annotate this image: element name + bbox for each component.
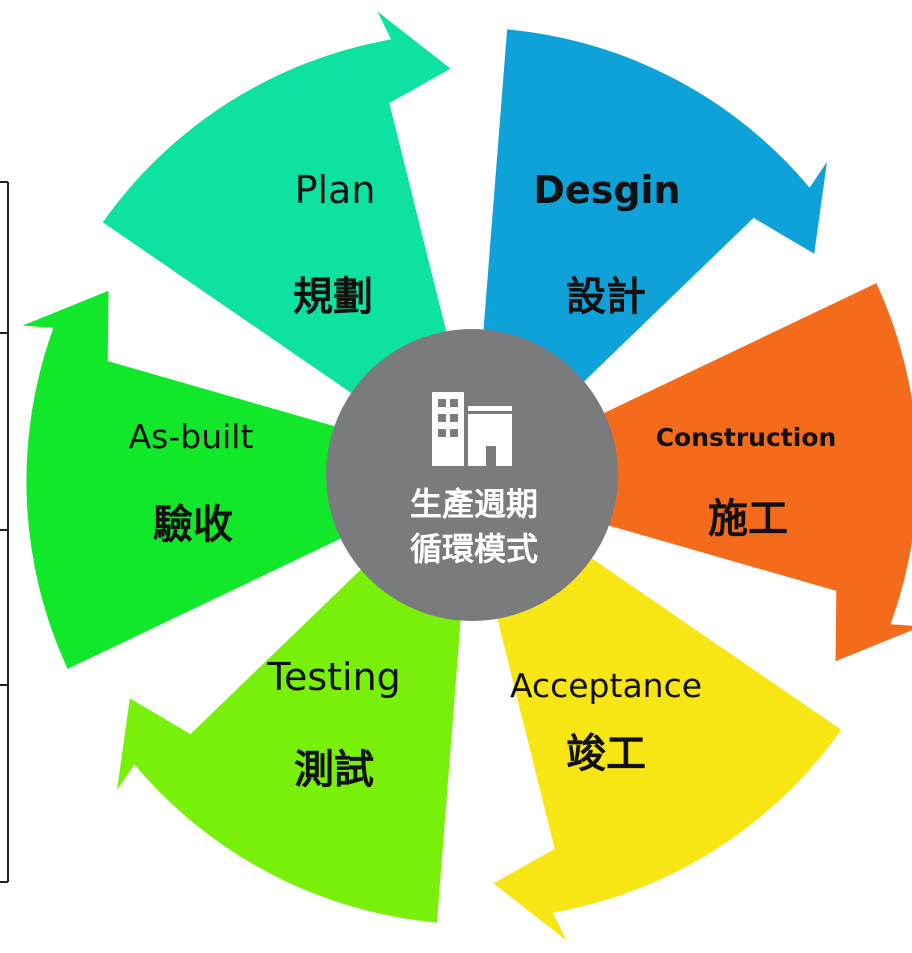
design-segment — [526, 283, 912, 662]
acceptance-label-en: Acceptance — [510, 666, 702, 705]
design-label-zh: 設計 — [566, 274, 646, 320]
center-title-line2: 循環模式 — [410, 530, 538, 568]
acceptance-segment — [117, 510, 468, 923]
testing-label-zh: 測試 — [294, 747, 374, 793]
asbuilt-label-en: As-built — [129, 417, 254, 456]
asbuilt-segment — [102, 11, 468, 442]
construction-label-en: Construction — [656, 423, 837, 452]
asbuilt-label-zh: 驗收 — [153, 502, 233, 548]
plan-label-zh: 規劃 — [293, 274, 373, 320]
construction-segment — [476, 510, 842, 941]
testing-label-en: Testing — [266, 655, 401, 699]
building-icon — [432, 392, 512, 466]
left-frame — [0, 181, 9, 883]
center-title-line1: 生產週期 — [410, 485, 538, 523]
construction-label-zh: 施工 — [708, 496, 788, 542]
acceptance-label-zh: 竣工 — [566, 731, 646, 777]
testing-segment — [22, 290, 418, 669]
design-label-en: Desgin — [533, 168, 680, 212]
center-hub — [326, 329, 618, 621]
plan-label-en: Plan — [295, 168, 376, 212]
plan-segment — [476, 29, 827, 443]
